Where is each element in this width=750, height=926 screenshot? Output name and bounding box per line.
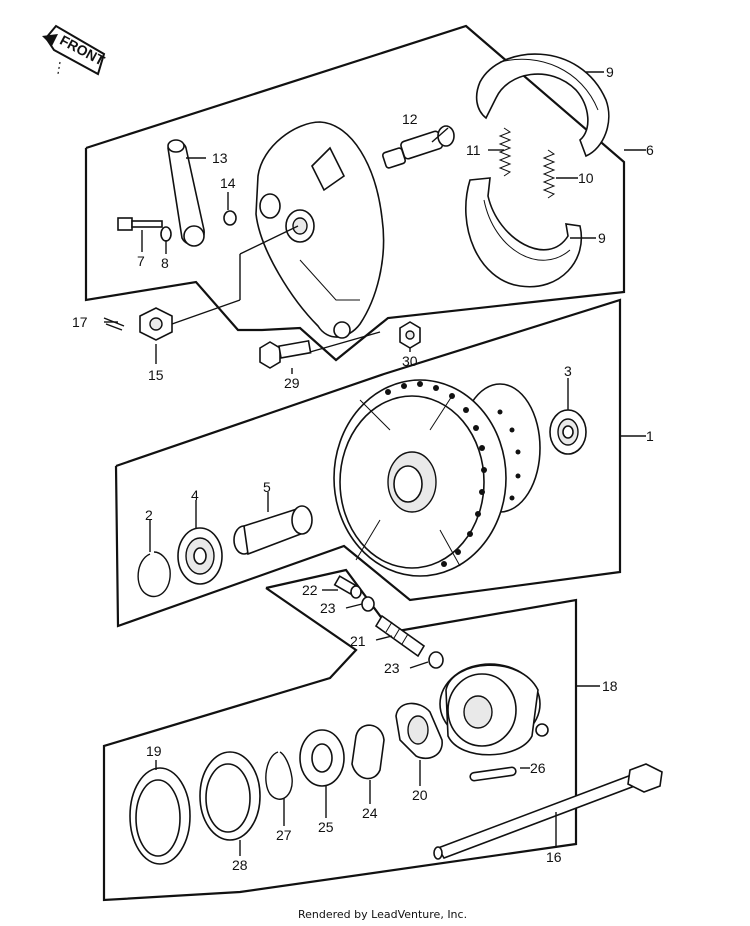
callout-labels: 1 2 3 4 5 6 7 8 9 9 10 11 12 13 14 15 16… — [72, 64, 654, 873]
bearing-3 — [549, 409, 587, 455]
callout-15: 15 — [148, 367, 164, 383]
wheel-hub — [333, 379, 541, 577]
callout-29: 29 — [284, 375, 300, 391]
front-arrow-icon: FRONT — [42, 24, 108, 76]
callout-23-lower: 23 — [384, 660, 400, 676]
callout-24: 24 — [362, 805, 378, 821]
castle-nut-15 — [139, 307, 173, 341]
washer-23b — [428, 651, 444, 669]
callout-12: 12 — [402, 111, 418, 127]
washer-25 — [299, 729, 345, 787]
brake-shoe-bottom — [465, 177, 583, 288]
callout-9-bottom: 9 — [598, 230, 606, 246]
group-frame-hub — [114, 298, 622, 628]
sprocket-20 — [395, 702, 443, 760]
seal-28 — [199, 751, 261, 841]
circlip-2 — [137, 551, 171, 598]
callout-22: 22 — [302, 582, 318, 598]
callout-19: 19 — [146, 743, 162, 759]
callout-28: 28 — [232, 857, 248, 873]
callout-1: 1 — [646, 428, 654, 444]
callout-2: 2 — [145, 507, 153, 523]
washer-8 — [160, 226, 172, 242]
callout-11: 11 — [466, 142, 481, 158]
shaft-21 — [374, 614, 426, 658]
callout-26: 26 — [530, 760, 546, 776]
credit-text: Rendered by LeadVenture, Inc. — [298, 908, 467, 921]
collar-19 — [129, 767, 191, 865]
group-frame-sprocket — [102, 568, 578, 902]
lock-plate-24 — [351, 724, 385, 780]
brake-lever — [167, 139, 205, 247]
axle-16 — [433, 763, 663, 860]
spring-10 — [542, 149, 556, 199]
nut-30 — [399, 321, 421, 349]
brake-shoe-top — [475, 53, 610, 158]
washer-23a — [361, 596, 375, 612]
callout-30: 30 — [402, 353, 418, 369]
callout-13: 13 — [212, 150, 228, 166]
callout-25: 25 — [318, 819, 334, 835]
callout-10: 10 — [578, 170, 594, 186]
callout-9-top: 9 — [606, 64, 614, 80]
bearing-4 — [177, 527, 223, 585]
pin-26 — [469, 766, 517, 782]
circlip-27 — [265, 751, 293, 800]
callout-17: 17 — [72, 314, 88, 330]
spacer-5 — [233, 505, 313, 556]
callout-5: 5 — [263, 479, 271, 495]
callout-21: 21 — [350, 633, 366, 649]
callout-3: 3 — [564, 363, 572, 379]
callout-18: 18 — [602, 678, 618, 694]
callout-27: 27 — [276, 827, 292, 843]
bolt-29 — [259, 339, 312, 369]
callout-20: 20 — [412, 787, 428, 803]
ring-14 — [223, 210, 237, 226]
callout-8: 8 — [161, 255, 169, 271]
callout-16: 16 — [546, 849, 562, 865]
brake-panel — [255, 121, 385, 339]
callout-7: 7 — [137, 253, 145, 269]
callout-4: 4 — [191, 487, 199, 503]
callout-23-upper: 23 — [320, 600, 336, 616]
leader-lines — [104, 71, 646, 856]
cotter-pin-17 — [103, 317, 125, 331]
spring-11 — [498, 127, 512, 177]
brake-cam — [381, 125, 455, 169]
bolt-7 — [117, 217, 163, 231]
fitting-22 — [333, 575, 362, 599]
callout-6: 6 — [646, 142, 654, 158]
callout-14: 14 — [220, 175, 236, 191]
sprocket-carrier — [439, 663, 549, 756]
